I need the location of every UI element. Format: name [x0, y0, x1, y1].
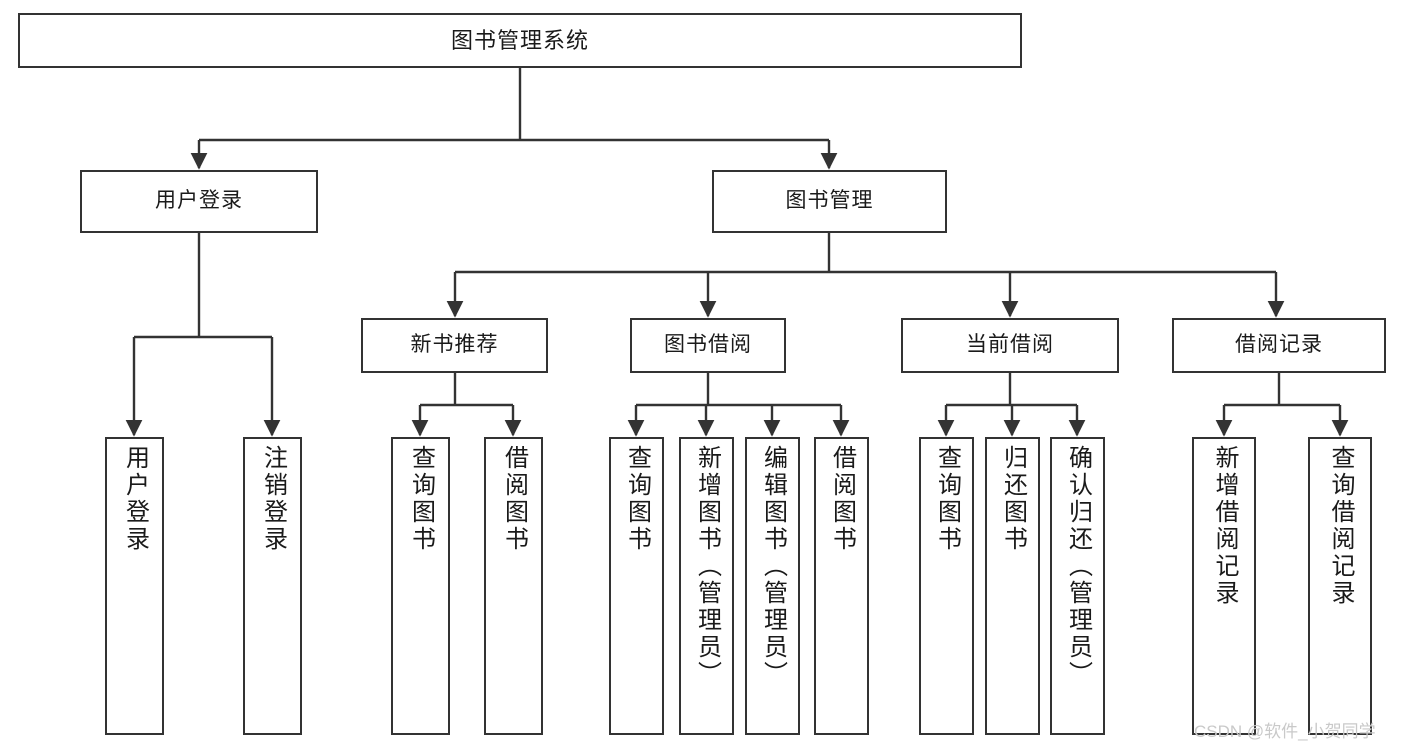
node-leaf-注销登录-1[interactable]: 注销登录: [243, 437, 302, 735]
node-label: 查询图书: [933, 445, 961, 553]
node-label: 当前借阅: [966, 333, 1054, 357]
node-label: 新增图书（管理员）: [693, 445, 721, 688]
node-level2-图书借阅-1[interactable]: 图书借阅: [630, 318, 786, 373]
node-label: 借阅图书: [500, 445, 528, 553]
node-label: 借阅记录: [1235, 333, 1323, 357]
node-label: 借阅图书: [828, 445, 856, 553]
node-leaf-用户登录-0[interactable]: 用户登录: [105, 437, 164, 735]
node-label: 用户登录: [121, 445, 149, 553]
node-label: 确认归还（管理员）: [1064, 445, 1092, 688]
node-level2-借阅记录-3[interactable]: 借阅记录: [1172, 318, 1386, 373]
node-label: 编辑图书（管理员）: [759, 445, 787, 688]
node-leaf-归还图书-9[interactable]: 归还图书: [985, 437, 1040, 735]
node-label: 新增借阅记录: [1211, 445, 1238, 607]
node-level2-新书推荐-0[interactable]: 新书推荐: [361, 318, 548, 373]
node-label: 查询图书: [623, 445, 651, 553]
node-label: 图书管理系统: [450, 27, 589, 53]
node-root-图书管理系统[interactable]: 图书管理系统: [18, 13, 1022, 68]
node-label: 图书借阅: [664, 333, 752, 357]
node-level1-图书管理-1[interactable]: 图书管理: [712, 170, 947, 233]
node-leaf-查询借阅记录-12[interactable]: 查询借阅记录: [1308, 437, 1372, 735]
node-label: 查询图书: [407, 445, 435, 553]
node-leaf-查询图书-8[interactable]: 查询图书: [919, 437, 974, 735]
node-leaf-新增图书管理员-5[interactable]: 新增图书（管理员）: [679, 437, 734, 735]
node-label: 归还图书: [999, 445, 1027, 553]
node-label: 图书管理: [785, 189, 874, 213]
node-level1-用户登录-0[interactable]: 用户登录: [80, 170, 318, 233]
node-leaf-确认归还管理员-10[interactable]: 确认归还（管理员）: [1050, 437, 1105, 735]
node-leaf-编辑图书管理员-6[interactable]: 编辑图书（管理员）: [745, 437, 800, 735]
node-leaf-新增借阅记录-11[interactable]: 新增借阅记录: [1192, 437, 1256, 735]
node-label: 新书推荐: [410, 333, 499, 357]
node-level2-当前借阅-2[interactable]: 当前借阅: [901, 318, 1119, 373]
node-label: 查询借阅记录: [1327, 445, 1354, 607]
node-label: 注销登录: [259, 445, 287, 553]
node-leaf-查询图书-2[interactable]: 查询图书: [391, 437, 450, 735]
node-leaf-查询图书-4[interactable]: 查询图书: [609, 437, 664, 735]
node-label: 用户登录: [155, 189, 243, 213]
node-leaf-借阅图书-7[interactable]: 借阅图书: [814, 437, 869, 735]
node-leaf-借阅图书-3[interactable]: 借阅图书: [484, 437, 543, 735]
